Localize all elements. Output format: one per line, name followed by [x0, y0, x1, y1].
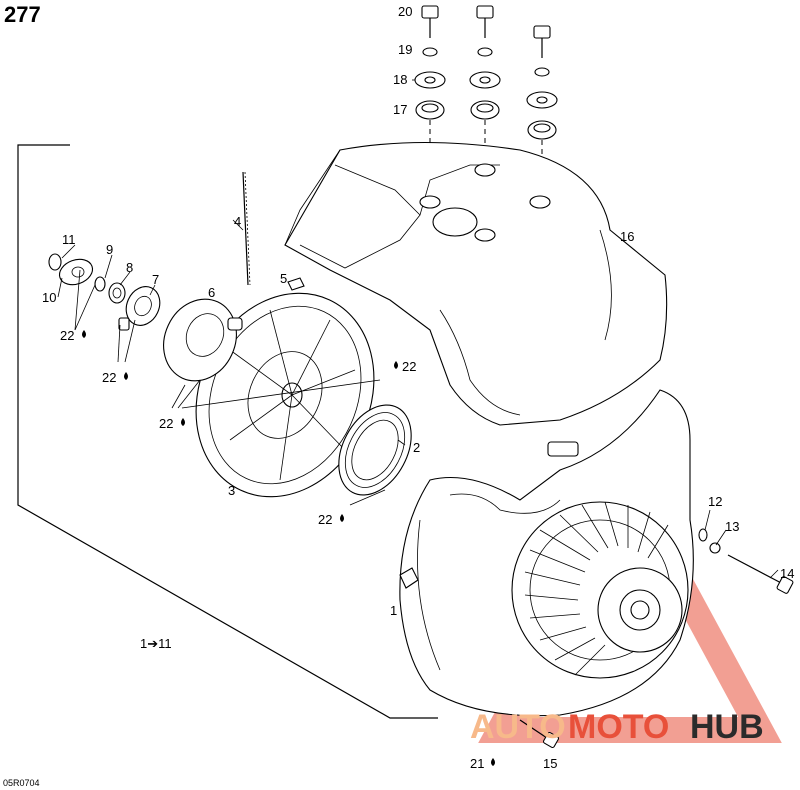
washer-9: [94, 276, 106, 292]
seal-11: [48, 253, 62, 271]
callout-1: 1: [390, 603, 397, 618]
bearing-7: [125, 286, 161, 326]
callout-10: 10: [42, 290, 56, 305]
callout-3: 3: [228, 483, 235, 498]
callout-20: 20: [398, 4, 412, 19]
lube-label-21: 21: [470, 756, 484, 771]
watermark-logo: AUTO MOTO HUB: [470, 708, 764, 746]
callout-19: 19: [398, 42, 412, 57]
lubricant-drop-icon: [82, 330, 495, 766]
callout-13: 13: [725, 519, 739, 534]
callout-18: 18: [393, 72, 407, 87]
leader-lines: [57, 79, 779, 579]
bolt-stack-center: [469, 5, 501, 175]
lube-label-22: 22: [102, 370, 116, 385]
pawl-key: [287, 277, 305, 291]
plate-10: [58, 258, 94, 286]
watermark-part1: AUTO: [470, 708, 566, 746]
washer-12: [698, 528, 708, 542]
callout-8: 8: [126, 260, 133, 275]
page-number: 277: [4, 2, 41, 27]
fan-cover-housing: [284, 141, 668, 426]
starter-rope: [242, 171, 251, 286]
callout-4: 4: [234, 214, 241, 229]
lube-label-22: 22: [318, 512, 332, 527]
lube-label-22: 22: [60, 328, 74, 343]
starter-cam: [163, 298, 243, 382]
callout-2: 2: [413, 440, 420, 455]
lube-label-22: 22: [159, 416, 173, 431]
callout-16: 16: [620, 229, 634, 244]
watermark-part2: MOTO: [568, 708, 669, 746]
callout-6: 6: [208, 285, 215, 300]
bolt-15: [519, 719, 560, 749]
callout-9: 9: [106, 242, 113, 257]
starter-housing: [399, 389, 694, 717]
assembly-bracket: [17, 144, 438, 719]
callout-11: 11: [62, 232, 76, 247]
callout-5: 5: [280, 271, 287, 286]
pin-part: [118, 317, 130, 331]
rope-pulley: [195, 292, 375, 498]
bolt-14: [727, 554, 794, 594]
callout-15: 15: [543, 756, 557, 771]
callout-14: 14: [780, 566, 794, 581]
callout-12: 12: [708, 494, 722, 509]
drawing-code: 05R0704: [3, 778, 40, 788]
lube-label-22: 22: [402, 359, 416, 374]
recoil-spring: [338, 404, 412, 496]
callout-17: 17: [393, 102, 407, 117]
cooling-fins: [524, 501, 669, 676]
assembly-range-label: 1➔11: [140, 636, 172, 651]
spacer-8: [108, 282, 126, 304]
washer-13: [709, 542, 721, 554]
watermark-part3: HUB: [690, 708, 764, 746]
callout-7: 7: [152, 272, 159, 287]
